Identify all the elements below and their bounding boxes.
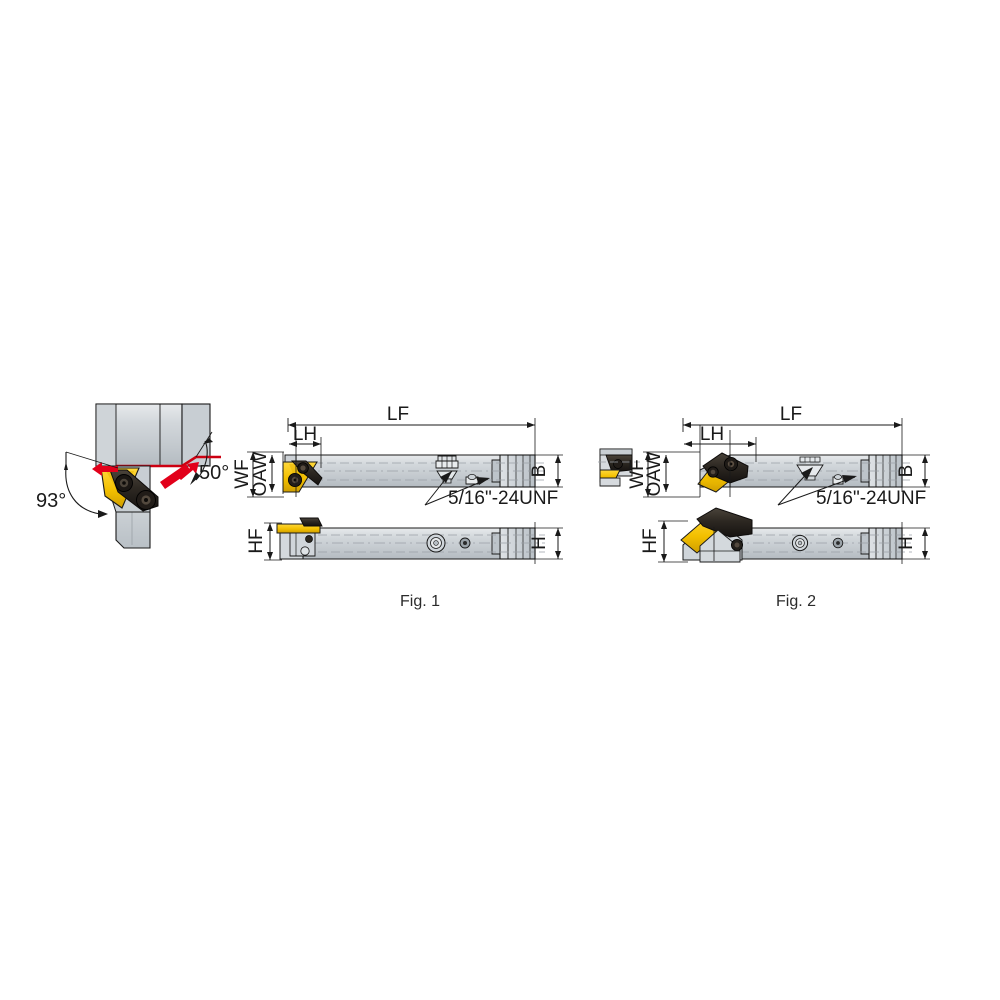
fig2-coolant-port-side [832, 474, 844, 485]
fig1-dim-WF [247, 451, 284, 498]
clamp-assembly-detail [109, 469, 159, 512]
fig1-dim-B [535, 454, 563, 488]
fig2-side-coolant-boss [791, 534, 844, 552]
fig1-side-coolant-boss [426, 533, 471, 553]
fig2-dim-B [902, 454, 930, 488]
fig1-dim-LF [287, 418, 535, 432]
fig2-LF-label: LF [780, 404, 802, 425]
workpiece-block [95, 403, 211, 467]
fig2-LH-label: LH [700, 424, 724, 445]
fig2-thread-leaders [777, 467, 857, 506]
fig2-group: LF LH WF OAW B 5/16"-24UNF [627, 404, 930, 610]
fig2-dim-HF [658, 520, 688, 563]
fig1-LF-label: LF [387, 404, 409, 425]
fig2-WF-label: WF [627, 459, 648, 489]
angle-93-label: 93° [36, 490, 66, 512]
fig2-insert-head-top [697, 452, 749, 493]
fig1-OAW-label: OAW [250, 452, 271, 497]
fig2-inset-head-view [598, 448, 640, 487]
fig1-coolant-port-side [465, 473, 479, 485]
fig1-WF-label: WF [232, 459, 253, 489]
fig1-dim-H [535, 527, 563, 560]
fig2-insert-head-side [680, 507, 753, 563]
fig2-B-label: B [896, 465, 917, 478]
fig1-group: LF LH WF OAW B 5/16"- [232, 404, 563, 610]
fig1-H-label: H [529, 536, 550, 550]
fig2-OAW-label: OAW [644, 452, 665, 497]
fig2-dim-WF [643, 451, 700, 498]
fig2-HF-label: HF [640, 528, 661, 553]
fig1-top-view [282, 418, 545, 497]
feed-direction-arrows [92, 462, 199, 489]
fig2-dim-H [902, 527, 930, 560]
fig1-side-view [276, 517, 545, 564]
fig1-HF-label: HF [246, 528, 267, 553]
fig1-thread-label: 5/16"-24UNF [448, 488, 558, 509]
fig1-insert-head-top [282, 460, 323, 493]
fig2-side-view [680, 507, 912, 564]
angle-50-leader [190, 431, 213, 485]
fig2-top-view [697, 418, 912, 497]
fig1-caption: Fig. 1 [400, 593, 440, 610]
angle-50-label: 50° [199, 462, 229, 484]
fig1-dim-HF [264, 522, 282, 561]
fig2-dim-LF [682, 418, 902, 432]
fig1-thread-leaders [424, 470, 490, 506]
fig2-caption: Fig. 2 [776, 593, 816, 610]
lead-angle-detail-view: 93° 50° [36, 403, 229, 549]
fig1-insert-head-side [276, 517, 323, 560]
fig2-H-label: H [896, 536, 917, 550]
fig1-B-label: B [529, 465, 550, 478]
angle-93-leader [64, 451, 119, 518]
fig1-LH-label: LH [293, 424, 317, 445]
fig2-thread-label: 5/16"-24UNF [816, 488, 926, 509]
